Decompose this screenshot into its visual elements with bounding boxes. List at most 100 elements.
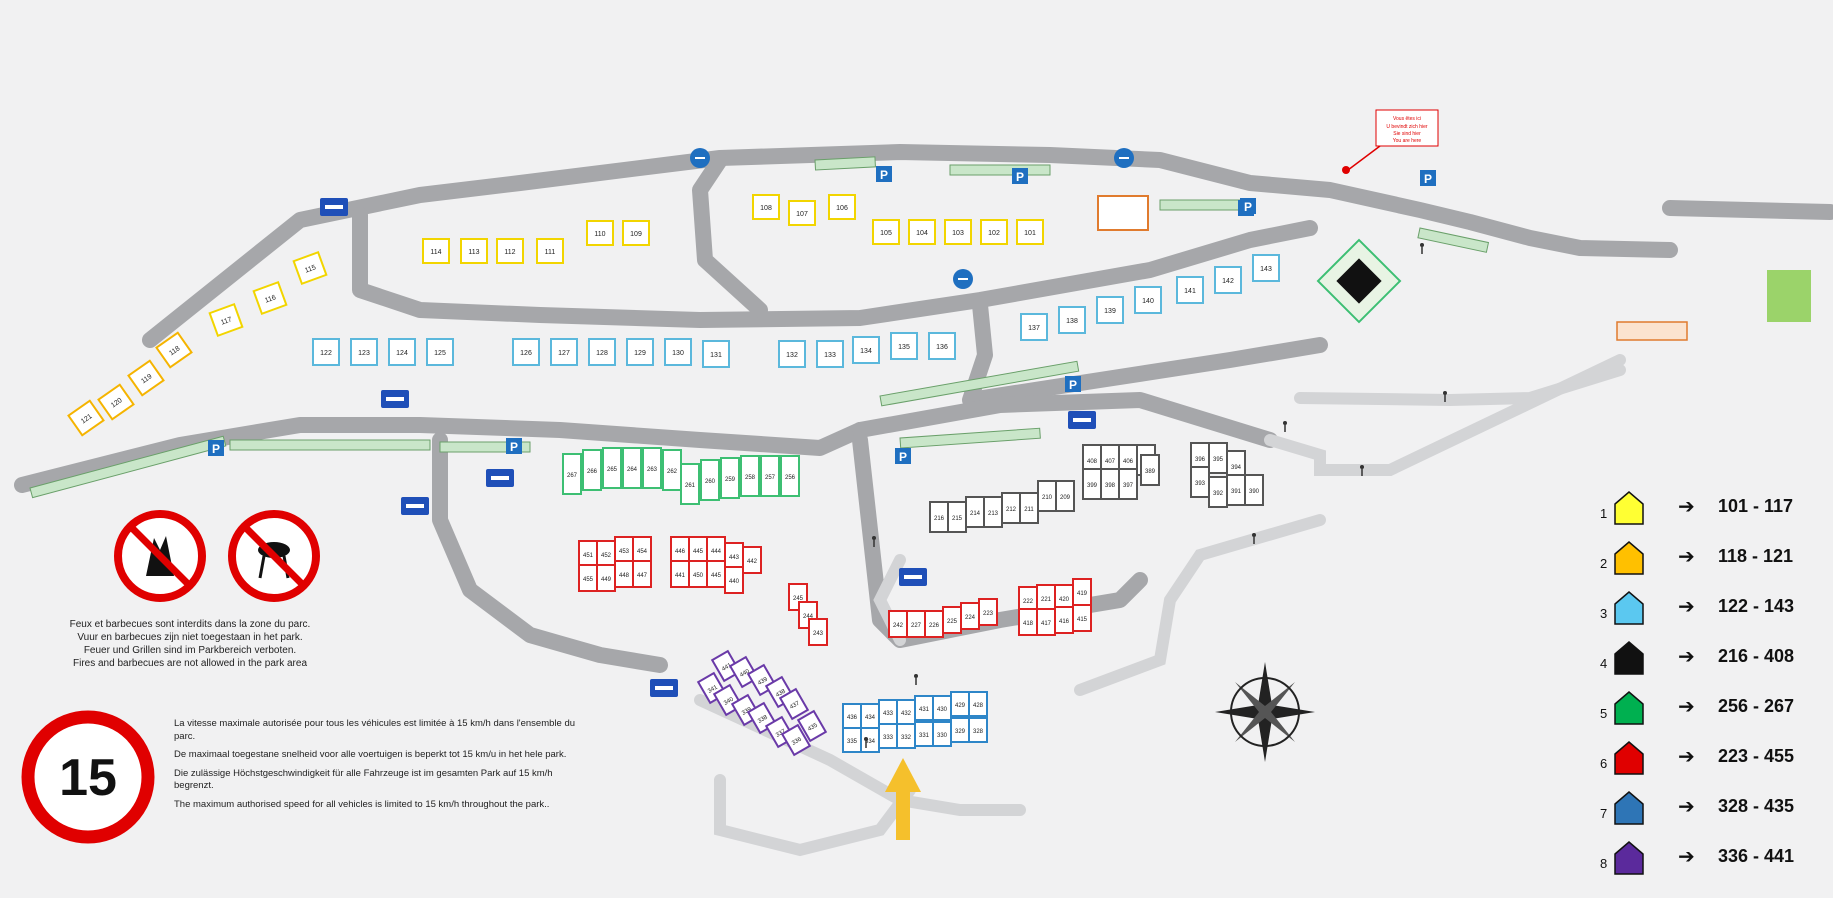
pitch-lightblue-142: 142 [1214,266,1242,294]
arrow-icon: ➔ [1678,546,1695,568]
pitch-number: 330 [937,733,948,739]
parking-strips [29,156,1490,499]
pitch-number: 128 [596,350,608,357]
pitch-red-451: 451 [578,540,598,568]
pitch-number: 141 [1184,288,1196,295]
pitch-red-440: 440 [724,566,744,594]
pitch-number: 436 [847,715,858,721]
pitch-number: 331 [919,733,930,739]
pitch-black-213: 213 [983,496,1003,528]
pitch-red-447: 447 [632,560,652,588]
pitch-yellow-103: 103 [944,219,972,245]
pitch-yellow-110: 110 [586,220,614,246]
inner-road [352,207,1318,328]
pitch-red-450: 450 [688,560,708,588]
pitch-lightblue-132: 132 [778,340,806,368]
svg-text:P: P [510,440,518,454]
pitch-number: 114 [430,249,441,256]
pitch-red-446: 446 [670,536,690,564]
pitch-number: 430 [937,707,948,713]
pitch-blue-432: 432 [896,699,916,725]
pitch-number: 131 [710,352,722,359]
house-marker-icon [1614,541,1644,575]
pitch-number: 211 [1024,507,1034,513]
main-road-west [14,417,868,493]
pitch-yellow-106: 106 [828,194,856,220]
pitch-red-225: 225 [942,606,962,634]
pitch-number: 445 [693,549,704,555]
pitch-green-267: 267 [562,453,582,495]
pedestrian-icon [1252,533,1256,544]
pitch-number: 227 [911,623,922,629]
legend-row-3: 3➔122 - 143 [1600,588,1830,638]
pitch-blue-333: 333 [878,723,898,749]
pitch-red-416: 416 [1054,606,1074,634]
parking-icon: P [506,438,522,454]
pitch-yellow-101: 101 [1016,219,1044,245]
pitch-red-455: 455 [578,564,598,592]
pitch-number: 340 [723,696,735,707]
pitch-number: 449 [601,577,612,583]
pitch-number: 341 [707,684,719,695]
svg-text:You are here: You are here [1393,138,1422,144]
pitch-number: 259 [725,477,736,483]
pitch-number: 419 [1077,591,1088,597]
main-road-north [142,144,1678,348]
pitch-yellow-115: 115 [292,250,328,286]
pitch-black-398: 398 [1100,468,1120,500]
pitch-number: 390 [1249,489,1260,495]
pitch-black-210: 210 [1037,480,1057,512]
pitch-number: 397 [1123,483,1134,489]
pitch-number: 101 [1024,230,1036,237]
pitch-number: 116 [264,294,277,304]
house-marker-icon [1614,791,1644,825]
pitch-red-449: 449 [596,564,616,592]
pitch-red-227: 227 [906,610,926,638]
legend-range: 118 - 121 [1718,546,1794,566]
pitch-lightblue-143: 143 [1252,254,1280,282]
fire-ban-nl: Vuur en barbecues zijn niet toegestaan i… [77,632,303,643]
pitch-black-397: 397 [1118,468,1138,500]
pitch-yellow-108: 108 [752,194,780,220]
pitch-number: 115 [304,264,317,274]
pitch-lightblue-131: 131 [702,340,730,368]
pitch-number: 417 [1041,621,1052,627]
svg-text:15: 15 [59,749,117,807]
pitch-number: 130 [672,350,684,357]
pitch-number: 446 [675,549,686,555]
pitch-yellow-117: 117 [208,302,244,338]
pitch-black-214: 214 [965,496,985,528]
legend-number: 6 [1600,756,1608,771]
fire-ban-en: Fires and barbecues are not allowed in t… [72,658,308,669]
pitch-number: 214 [970,511,981,517]
icon-layer: PPPPPPPPP [208,148,1447,748]
pitch-number: 399 [1087,483,1098,489]
pitch-number: 213 [988,511,999,517]
arrow-icon: ➔ [1678,496,1695,518]
legend-number: 5 [1600,706,1608,721]
legend-number: 7 [1600,806,1608,821]
pitch-black-389: 389 [1140,454,1160,486]
pedestrian-icon [1283,421,1287,432]
pitch-number: 442 [747,559,758,565]
arrow-icon: ➔ [1678,646,1695,668]
pitch-number: 226 [929,623,940,629]
pitch-number: 136 [936,344,948,351]
pitch-number: 394 [1231,465,1242,471]
pitch-number: 110 [594,231,605,238]
pitch-yellow-109: 109 [622,220,650,246]
pitch-orange-120: 120 [97,383,135,421]
direction-sign-icon [1114,148,1134,168]
pitch-number: 453 [619,549,630,555]
pitch-red-224: 224 [960,602,980,630]
pitch-yellow-105: 105 [872,219,900,245]
pitch-red-443: 443 [724,542,744,570]
pitch-number: 244 [803,614,814,620]
pitch-green-259: 259 [720,457,740,499]
svg-text:P: P [1069,378,1077,392]
pitch-red-444: 444 [706,536,726,564]
house-marker-icon [1614,741,1644,775]
pitch-red-453: 453 [614,536,634,564]
pitch-yellow-114: 114 [422,238,450,264]
